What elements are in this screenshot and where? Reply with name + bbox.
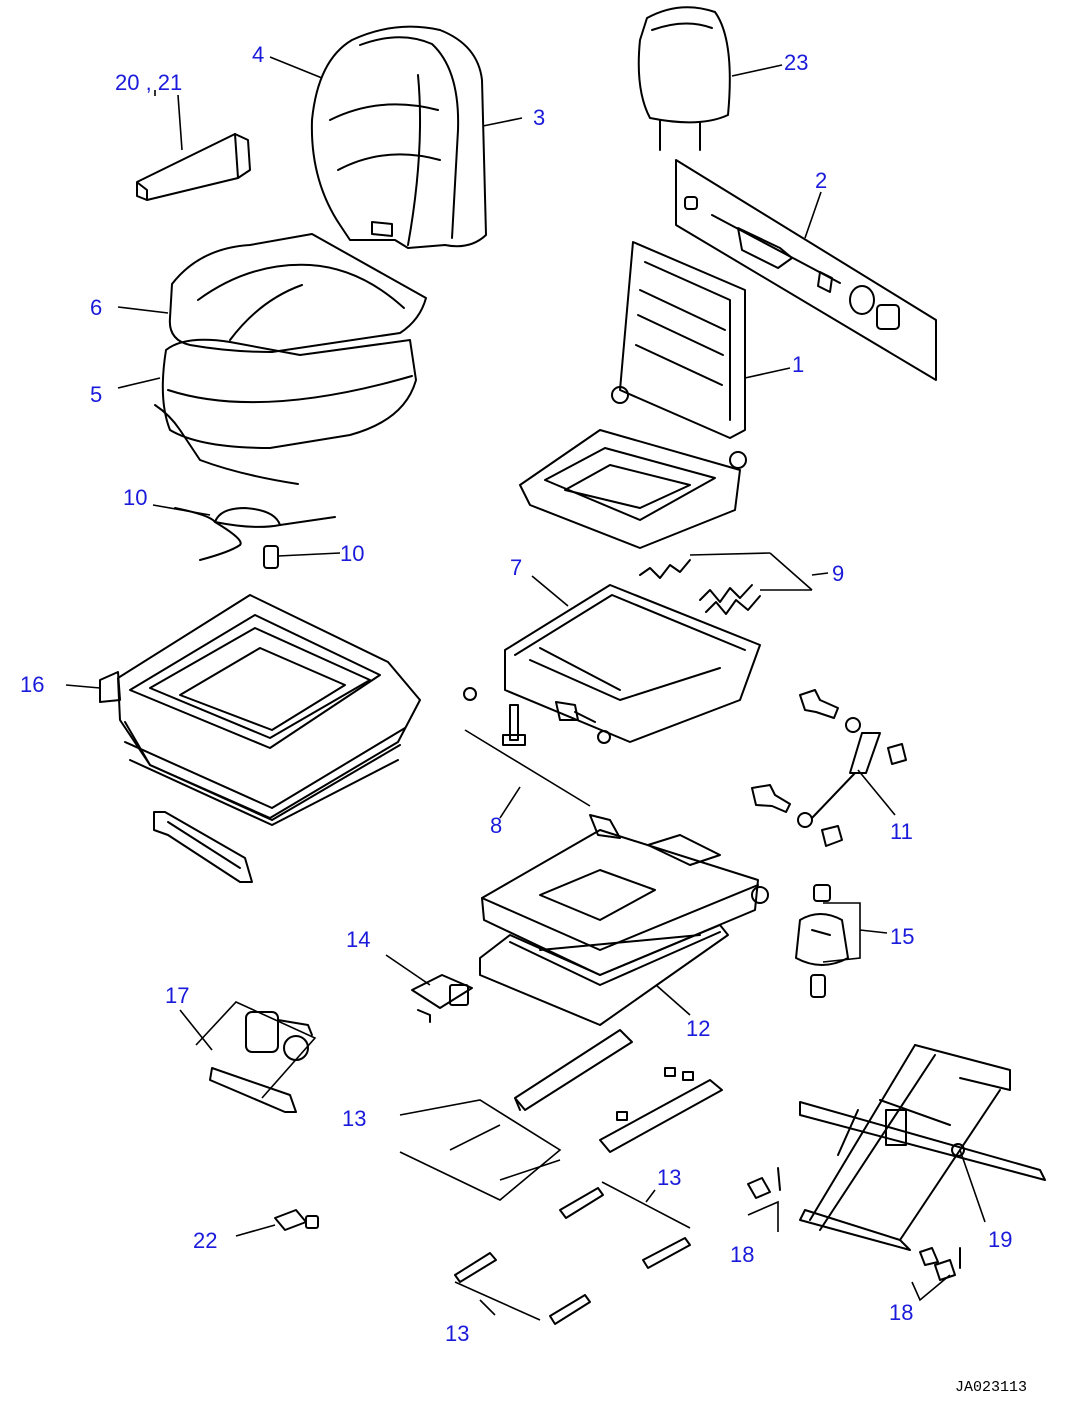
fitting-part [235,1209,319,1237]
callout-9: 9 [832,561,844,586]
suspension-base-part [65,594,421,826]
seat-rail-upper [399,1029,723,1201]
seat-rail-lower [454,1252,591,1325]
callout-23: 23 [784,50,808,75]
callout-10-lower: 10 [340,541,364,566]
seat-cushion-upper [117,233,427,353]
callout-18-left: 18 [730,1242,754,1267]
callout-17: 17 [165,983,189,1008]
slide-rail-frame [504,575,761,743]
callout-12: 12 [686,1016,710,1041]
mounting-kit-panel [675,159,937,381]
callout-1: 1 [792,352,804,377]
lever-assembly-part [179,1001,317,1113]
callout-14: 14 [346,927,370,952]
bolt-set-part [463,687,611,819]
callout-2: 2 [815,168,827,193]
callout-13-left: 13 [342,1106,366,1131]
callout-6: 6 [90,295,102,320]
nut-set-part [747,1167,961,1302]
callout-3: 3 [533,105,545,130]
air-spring-part [795,884,888,998]
callout-11: 11 [890,819,913,844]
drawing-code: JA023113 [955,1379,1027,1396]
lift-frame-part [799,1044,1046,1251]
armrest-part [136,90,251,201]
callout-22: 22 [193,1228,217,1253]
callout-18-right: 18 [889,1300,913,1325]
callout-5: 5 [90,382,102,407]
callout-7: 7 [510,555,522,580]
headrest-part [637,6,783,151]
callout-16: 16 [20,672,44,697]
callout-13-middle: 13 [657,1165,681,1190]
callout-8: 8 [490,813,502,838]
scissor-lift-part [479,814,769,1026]
callout-15: 15 [890,924,914,949]
seat-rail-middle [559,1181,691,1269]
spring-set-part [639,552,829,615]
switch-bracket-part [385,954,473,1023]
bracket-part [153,811,253,883]
shock-absorber-part [751,689,907,847]
callout-13-bottom: 13 [445,1321,469,1346]
backrest-cushion-part [269,25,523,249]
callout-10-upper: 10 [123,485,147,510]
callout-20-21: 20 , 21 [115,70,182,95]
callout-4: 4 [252,42,264,67]
wire-harness-part [152,504,341,569]
callout-19: 19 [988,1227,1012,1252]
seat-frame-part [519,241,791,549]
seat-cushion-lower [117,338,417,485]
